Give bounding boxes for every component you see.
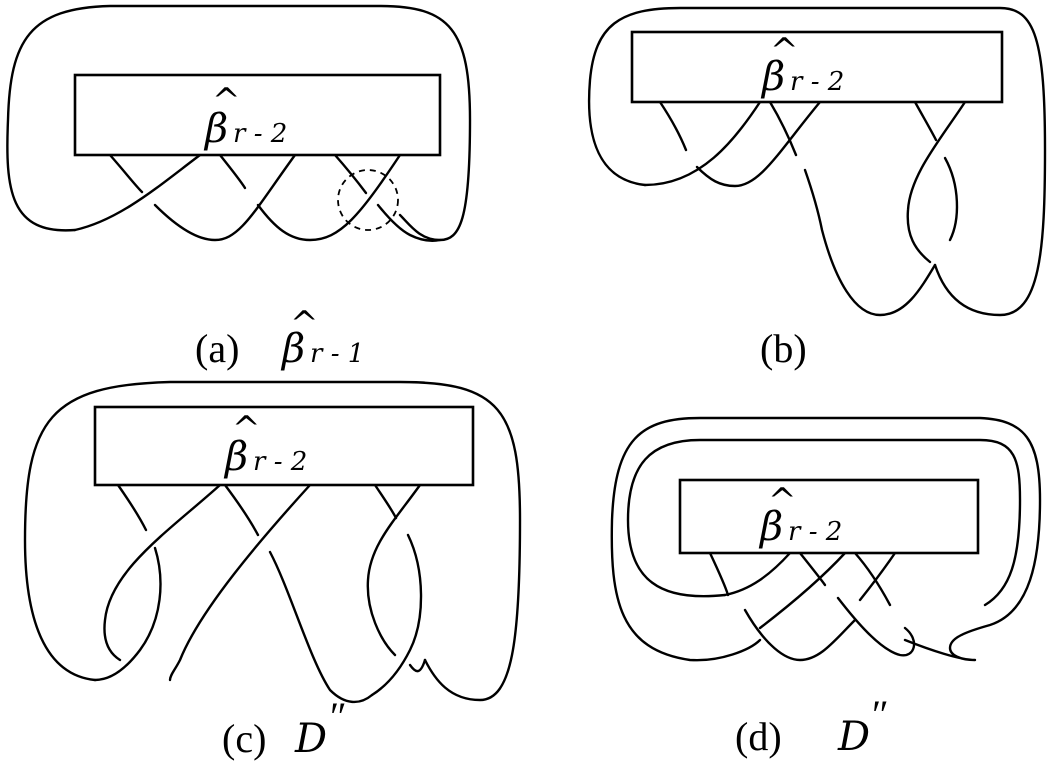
panel-a-strand-6 (333, 153, 368, 195)
panel-a-strand-3 (153, 153, 297, 242)
panel-d-caption: (d) D ″ (735, 692, 889, 760)
panel-d-strand-8 (853, 551, 892, 607)
panel-b-strand-8 (943, 156, 959, 242)
panel-a-caption: (a) ^ β r - 1 (195, 304, 364, 372)
panel-a-caption-subscript: r - 1 (310, 339, 364, 369)
panel-d-box-hat: ^ (768, 481, 797, 521)
panel-a-outer-loop (6, 4, 472, 242)
panel-c-strand-7 (366, 483, 422, 657)
panel-c-caption-symbol: D (294, 716, 327, 762)
panel-a-strand-4 (218, 153, 247, 190)
panel-d-box-subscript: r - 2 (788, 517, 842, 547)
panel-c-box-subscript: r - 2 (253, 447, 307, 477)
panel-a-strand-7 (376, 203, 442, 242)
panel-c-strand-1 (103, 483, 222, 662)
panel-c: ^ β r - 2 (23, 380, 522, 704)
panel-a-caption-prefix: (a) (195, 326, 239, 371)
panel-d-strand-5 (798, 551, 827, 587)
panel-a-box-subscript: r - 2 (233, 119, 287, 149)
panel-a-strand-2 (108, 153, 144, 194)
panel-d-outer-loop (610, 416, 1042, 662)
panel-c-box-hat: ^ (232, 409, 261, 449)
panel-a-caption-symbol: β (280, 326, 305, 372)
panel-d-strand-6 (836, 596, 916, 657)
panel-d-caption-symbol: D (837, 714, 870, 760)
panel-c-strand-4 (168, 483, 312, 682)
panel-b-caption-prefix: (b) (760, 326, 807, 371)
panel-d-inner-loop (626, 438, 1022, 607)
panel-b-strand-2 (658, 100, 688, 152)
panel-c-beta-box (93, 405, 475, 487)
panel-d-strand-3 (743, 608, 857, 662)
panel-b-outer-loop (587, 6, 1047, 317)
panel-b-strand-5 (803, 168, 937, 317)
panel-b-strand-3 (695, 100, 822, 188)
panel-d-strand-2 (708, 551, 730, 597)
panel-a-beta-box (73, 73, 442, 157)
panel-a-box-hat: ^ (212, 81, 241, 121)
panel-b-strand-4 (768, 100, 798, 157)
panel-c-strand-2 (116, 483, 148, 532)
panel-d: ^ β r - 2 (610, 416, 1042, 662)
panel-b-strand-1 (643, 100, 762, 187)
panel-a-strand-1 (73, 153, 202, 232)
panel-d-strand-7 (858, 551, 897, 602)
panel-d-strand-1 (723, 551, 792, 597)
panel-b: ^ β r - 2 (587, 6, 1047, 317)
panel-b-beta-box (630, 30, 1004, 104)
panel-b-box-subscript: r - 2 (790, 67, 844, 97)
panel-c-strand-3 (93, 546, 162, 682)
panel-a-box-symbol: β (203, 106, 228, 152)
panel-c-strand-5 (223, 483, 260, 537)
panel-c-strand-10 (408, 658, 427, 673)
panel-d-caption-prefix: (d) (735, 714, 782, 759)
panel-b-box-hat: ^ (770, 31, 799, 71)
panel-c-caption-prefix: (c) (222, 716, 266, 761)
panel-b-strand-7 (913, 100, 938, 142)
panel-d-box-symbol: β (758, 504, 783, 550)
panel-c-caption-mark: ″ (330, 694, 347, 739)
panel-d-caption-mark: ″ (872, 692, 889, 737)
panel-a-dashed-circle (337, 169, 399, 231)
panel-a: ^ β r - 2 (6, 4, 472, 242)
panel-c-strand-8 (373, 483, 398, 520)
panel-b-strand-6 (906, 100, 967, 264)
panel-c-outer-loop (23, 380, 522, 702)
panel-a-caption-hat: ^ (290, 304, 319, 344)
panel-c-strand-9 (370, 533, 423, 697)
panel-c-box-symbol: β (223, 434, 248, 480)
panel-d-beta-box (678, 478, 980, 555)
panel-b-box-symbol: β (760, 54, 785, 100)
panel-a-strand-5 (256, 153, 402, 242)
panel-d-strand-4 (758, 551, 847, 630)
panel-c-strand-6 (268, 550, 374, 704)
panel-c-caption: (c) D ″ (222, 694, 347, 762)
